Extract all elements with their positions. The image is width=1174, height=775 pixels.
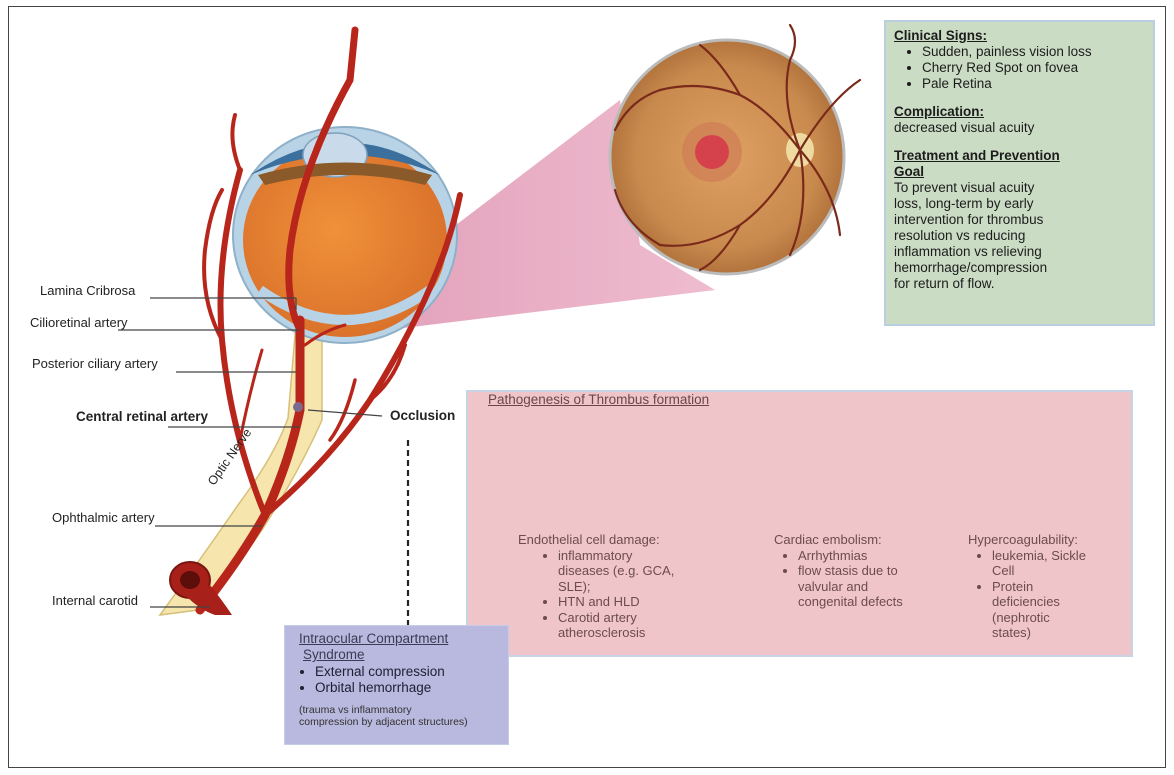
compartment-title-line2: Syndrome <box>303 647 365 662</box>
treatment-line: for return of flow. <box>894 276 1147 292</box>
label-occlusion: Occlusion <box>390 408 455 423</box>
pathogenesis-box: Pathogenesis of Thrombus formation Endot… <box>466 390 1133 657</box>
clinical-sign-item: Cherry Red Spot on fovea <box>922 60 1147 76</box>
cardiac-item: Arrhythmias <box>798 548 908 564</box>
compartment-syndrome-box: Intraocular Compartment Syndrome Externa… <box>284 625 509 745</box>
endothelial-column: Endothelial cell damage: inflammatory di… <box>518 532 693 641</box>
label-lamina-cribrosa: Lamina Cribrosa <box>40 283 135 298</box>
clinical-sign-item: Sudden, painless vision loss <box>922 44 1147 60</box>
label-internal-carotid: Internal carotid <box>52 593 138 608</box>
endothelial-item: HTN and HLD <box>558 594 678 610</box>
endothelial-head: Endothelial cell damage: <box>518 532 693 548</box>
treatment-line: intervention for thrombus <box>894 212 1147 228</box>
complication-title: Complication: <box>894 104 1147 120</box>
cardiac-item: flow stasis due to valvular and congenit… <box>798 563 908 610</box>
clinical-signs-title: Clinical Signs: <box>894 28 1147 44</box>
cherry-red-spot <box>695 135 729 169</box>
treatment-line: To prevent visual acuity <box>894 180 1147 196</box>
label-cilioretinal-artery: Cilioretinal artery <box>30 315 128 330</box>
label-ophthalmic-artery: Ophthalmic artery <box>52 510 155 525</box>
label-central-retinal-artery: Central retinal artery <box>76 409 208 424</box>
compartment-note-line1: (trauma vs inflammatory <box>299 704 468 716</box>
treatment-title-line1: Treatment and Prevention <box>894 148 1147 164</box>
hypercoagulability-column: Hypercoagulability: leukemia, Sickle Cel… <box>968 532 1103 641</box>
cardiac-head: Cardiac embolism: <box>774 532 914 548</box>
complication-text: decreased visual acuity <box>894 120 1147 136</box>
occlusion-clot <box>293 402 303 412</box>
treatment-title-line2: Goal <box>894 164 1147 180</box>
hyper-item: leukemia, Sickle Cell <box>992 548 1087 579</box>
hyper-head: Hypercoagulability: <box>968 532 1103 548</box>
treatment-line: resolution vs reducing <box>894 228 1147 244</box>
hyper-item: Protein deficiencies (nephrotic states) <box>992 579 1087 641</box>
clinical-info-box: Clinical Signs: Sudden, painless vision … <box>884 20 1155 326</box>
treatment-line: loss, long-term by early <box>894 196 1147 212</box>
label-posterior-ciliary-artery: Posterior ciliary artery <box>32 356 158 371</box>
compartment-note-line2: compression by adjacent structures) <box>299 716 468 728</box>
leader-lines <box>118 298 382 607</box>
clinical-sign-item: Pale Retina <box>922 76 1147 92</box>
pathogenesis-title: Pathogenesis of Thrombus formation <box>488 392 709 407</box>
endothelial-item: Carotid artery atherosclerosis <box>558 610 678 641</box>
compartment-item: External compression <box>315 664 445 680</box>
treatment-line: hemorrhage/compression <box>894 260 1147 276</box>
compartment-note: (trauma vs inflammatory compression by a… <box>299 704 468 728</box>
treatment-line: inflammation vs relieving <box>894 244 1147 260</box>
cardiac-column: Cardiac embolism: Arrhythmias flow stasi… <box>774 532 914 610</box>
compartment-item: Orbital hemorrhage <box>315 680 445 696</box>
compartment-title-line1: Intraocular Compartment <box>299 631 448 646</box>
clinical-signs-list: Sudden, painless vision loss Cherry Red … <box>894 44 1147 92</box>
endothelial-item: inflammatory diseases (e.g. GCA, SLE); <box>558 548 678 595</box>
compartment-list: External compression Orbital hemorrhage <box>297 664 445 696</box>
